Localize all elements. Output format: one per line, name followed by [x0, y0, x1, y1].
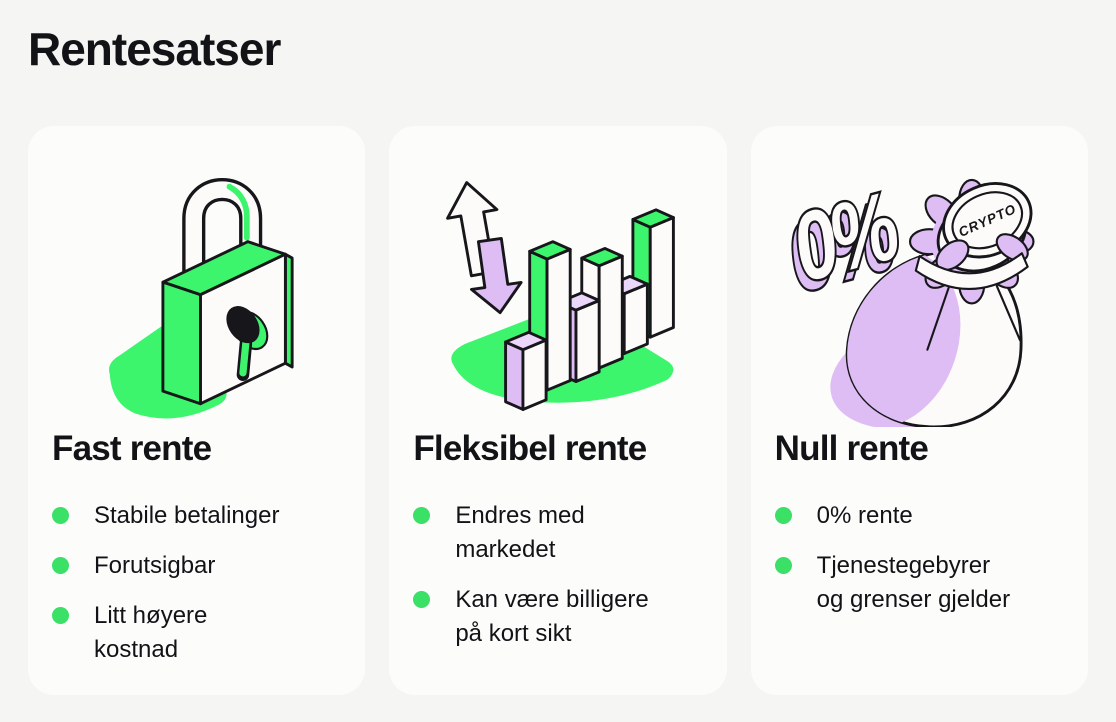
money-bag-illustration: 0% 0%: [775, 144, 1064, 429]
padlock-icon: [109, 177, 294, 418]
bullet-item: Tjenestegebyrer og grenser gjelder: [774, 549, 1064, 617]
padlock-illustration: [52, 144, 341, 429]
bullet-text: Kan være billigere på kort sikt: [455, 586, 649, 647]
bullet-text: Forutsigbar: [94, 552, 216, 579]
bullet-item: 0% rente: [774, 499, 1064, 533]
bag-collar: [914, 251, 1029, 290]
bar-chart-trend-arrows-icon: [446, 180, 676, 411]
padlock-shackle: [182, 177, 263, 273]
card-title: Fast rente: [52, 429, 212, 468]
bullet-dot-icon: [774, 557, 792, 574]
bar-chart-illustration: [413, 144, 702, 429]
bullet-item: Litt høyere kostnad: [52, 599, 341, 667]
card-null-rente: 0% 0%: [750, 126, 1088, 695]
bullet-dot-icon: [52, 607, 69, 624]
bullet-text: Tjenestegebyrer og grenser gjelder: [816, 552, 1011, 613]
bullet-text: Litt høyere kostnad: [94, 602, 208, 663]
bullet-text: 0% rente: [816, 502, 913, 529]
bullet-item: Forutsigbar: [52, 549, 341, 583]
iso-bar-1: [504, 330, 548, 411]
card-title: Null rente: [774, 429, 929, 468]
bullet-dot-icon: [774, 507, 792, 524]
keyhole-icon: [226, 305, 269, 381]
page-title: Rentesatser: [28, 23, 281, 75]
bullet-text: Endres med markedet: [455, 502, 585, 563]
bullet-dot-icon: [413, 507, 431, 524]
bullet-dot-icon: [413, 591, 431, 608]
down-arrow-icon: [470, 236, 523, 314]
bullet-dot-icon: [52, 507, 69, 524]
crypto-money-bag-icon: 0% 0%: [775, 170, 1035, 427]
bullet-text: Stabile betalinger: [94, 502, 280, 529]
bullet-dot-icon: [52, 557, 69, 574]
bullet-item: Stabile betalinger: [52, 499, 341, 533]
rentesatser-infographic: Rentesatser: [28, 23, 1088, 695]
bullet-item: Kan være billigere på kort sikt: [413, 583, 702, 651]
card-title: Fleksibel rente: [413, 429, 647, 468]
bullet-item: Endres med markedet: [413, 499, 702, 567]
